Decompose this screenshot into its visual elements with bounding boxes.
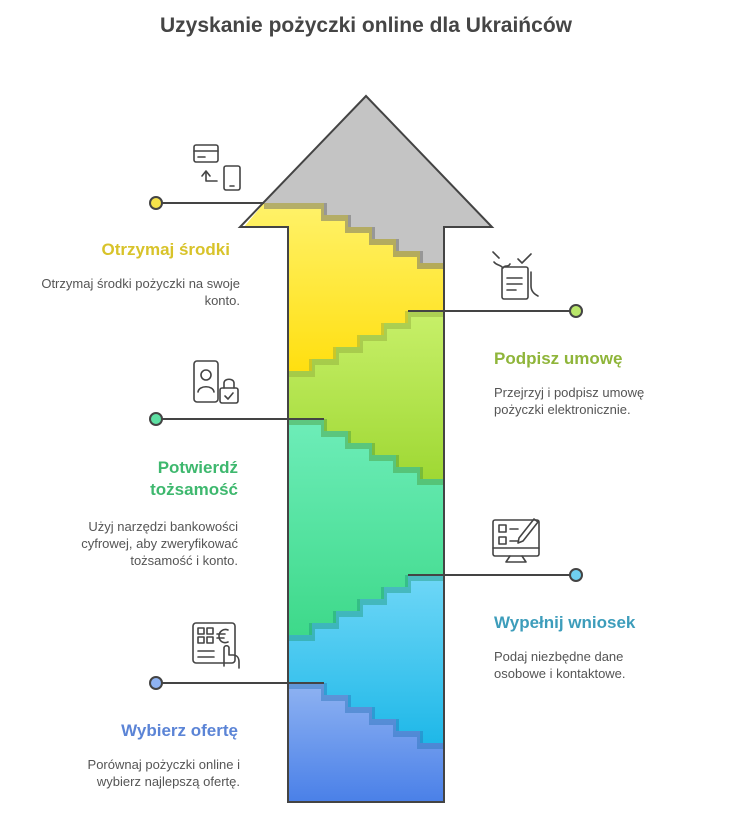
diagram-title: Uzyskanie pożyczki online dla Ukraińców <box>160 14 572 37</box>
connector-dot-podpisz <box>569 304 583 318</box>
sign-document-icon <box>492 251 539 300</box>
id-lock-icon <box>193 360 239 404</box>
segment-podpisz-umowe <box>288 311 444 479</box>
step-desc-podpisz-umowe: Przejrzyj i podpisz umowę pożyczki elekt… <box>494 385 645 417</box>
step-desc-wypelnij-wniosek: Podaj niezbędne dane osobowe i kontaktow… <box>494 649 626 681</box>
connectors <box>156 202 576 684</box>
connector-dot-wypelnij <box>569 568 583 582</box>
step-desc-otrzymaj-srodki: Otrzymaj środki pożyczki na swoje konto. <box>41 276 240 308</box>
step-title-wybierz-oferte: Wybierz ofertę <box>121 721 238 740</box>
segment-wybierz-oferte <box>288 683 444 802</box>
arrow-head <box>264 96 492 263</box>
arrow-segments <box>244 96 492 802</box>
connector-dot-otrzymaj <box>149 196 163 210</box>
connector-dot-potwierdz <box>149 412 163 426</box>
step-title-wypelnij-wniosek: Wypełnij wniosek <box>494 613 636 632</box>
stair-shading <box>264 203 444 749</box>
step-title-potwierdz-tozsamosc: Potwierdź tożsamość <box>150 458 238 499</box>
computer-form-icon <box>492 518 540 563</box>
step-title-podpisz-umowe: Podpisz umowę <box>494 349 623 368</box>
qr-euro-payment-icon <box>192 622 240 669</box>
segment-potwierdz-tozsamosc <box>288 419 444 635</box>
connector-dot-wybierz <box>149 676 163 690</box>
step-desc-potwierdz-tozsamosc: Użyj narzędzi bankowości cyfrowej, aby z… <box>81 519 238 568</box>
segment-wypelnij-wniosek <box>288 575 444 743</box>
card-transfer-icon <box>193 144 241 191</box>
step-desc-wybierz-oferte: Porównaj pożyczki online i wybierz najle… <box>87 757 240 789</box>
step-title-otrzymaj-srodki: Otrzymaj środki <box>101 240 231 259</box>
arrow-outline <box>237 94 495 803</box>
